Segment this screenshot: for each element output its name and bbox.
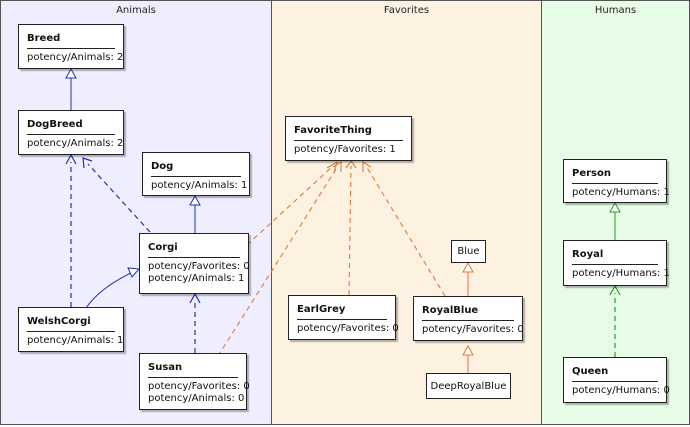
- node-royal-attr: potency/Humans: 1: [572, 268, 670, 279]
- node-queen-name: Queen: [572, 366, 609, 377]
- node-dogbreed-attr: potency/Animals: 2: [27, 138, 124, 149]
- node-susan-attr-favorites: potency/Favorites: 0: [148, 381, 250, 392]
- edge-earlgrey-favoritething: [348, 165, 352, 296]
- node-royal-attrs: potency/Humans: 1: [572, 268, 670, 280]
- edge-royalblue-favoritething: [365, 165, 446, 297]
- node-dog-name: Dog: [151, 161, 174, 172]
- node-person-attr: potency/Humans: 1: [572, 187, 670, 198]
- node-dog[interactable]: Dog potency/Animals: 1: [142, 152, 250, 196]
- node-dogbreed[interactable]: DogBreed potency/Animals: 2: [18, 110, 124, 155]
- node-corgi-attr-animals: potency/Animals: 1: [148, 273, 245, 284]
- arrowhead-dog: [189, 194, 201, 206]
- node-person-divider: [572, 183, 658, 184]
- node-royal[interactable]: Royal potency/Humans: 1: [563, 240, 670, 286]
- node-corgi-attr-favorites: potency/Favorites: 0: [148, 261, 250, 272]
- node-dogbreed-divider: [27, 134, 115, 135]
- node-welshcorgi-attr: potency/Animals: 1: [27, 335, 124, 346]
- node-person-attrs: potency/Humans: 1: [572, 187, 670, 199]
- edge-welshcorgi-corgi: [85, 272, 132, 309]
- node-person-name: Person: [572, 168, 611, 179]
- node-queen-attr: potency/Humans: 0: [572, 385, 670, 396]
- edge-susan-favoritething: [217, 165, 339, 357]
- node-dog-attr: potency/Animals: 1: [151, 180, 248, 191]
- edge-corgi-dogbreed: [87, 163, 151, 233]
- node-welshcorgi[interactable]: WelshCorgi potency/Animals: 1: [18, 307, 124, 352]
- node-royalblue-divider: [422, 320, 514, 321]
- node-earlgrey-name: EarlGrey: [297, 304, 346, 315]
- node-favoritething-attrs: potency/Favorites: 1: [294, 144, 407, 156]
- node-royal-divider: [572, 264, 658, 265]
- node-favoritething[interactable]: FavoriteThing potency/Favorites: 1: [285, 116, 412, 161]
- node-susan-divider: [148, 377, 238, 378]
- node-blue[interactable]: Blue: [451, 240, 486, 263]
- node-dog-divider: [151, 176, 241, 177]
- node-royalblue-attrs: potency/Favorites: 0: [422, 324, 524, 336]
- node-susan-attrs: potency/Favorites: 0 potency/Animals: 0: [148, 381, 250, 405]
- node-deeproyalblue-name: DeepRoyalBlue: [430, 380, 507, 392]
- arrowhead-royal: [609, 284, 621, 296]
- node-earlgrey-attr: potency/Favorites: 0: [297, 323, 399, 334]
- node-dogbreed-attrs: potency/Animals: 2: [27, 138, 124, 150]
- node-queen[interactable]: Queen potency/Humans: 0: [563, 357, 670, 403]
- node-person[interactable]: Person potency/Humans: 1: [563, 159, 670, 203]
- node-royal-name: Royal: [572, 249, 604, 260]
- node-earlgrey-attrs: potency/Favorites: 0: [297, 323, 399, 335]
- node-breed-attrs: potency/Animals: 2: [27, 52, 124, 64]
- arrowhead-dogbreed-b: [82, 157, 93, 169]
- arrowhead-corgi: [127, 267, 141, 278]
- node-dog-attrs: potency/Animals: 1: [151, 180, 248, 192]
- node-welshcorgi-divider: [27, 331, 115, 332]
- arrowhead-breed: [65, 67, 77, 79]
- arrowhead-fav-b: [332, 161, 342, 172]
- node-earlgrey[interactable]: EarlGrey potency/Favorites: 0: [288, 295, 399, 340]
- node-favoritething-name: FavoriteThing: [294, 125, 372, 136]
- node-queen-attrs: potency/Humans: 0: [572, 385, 670, 397]
- node-welshcorgi-name: WelshCorgi: [27, 316, 91, 327]
- node-breed-name: Breed: [27, 33, 61, 44]
- node-favoritething-divider: [294, 140, 403, 141]
- node-breed[interactable]: Breed potency/Animals: 2: [18, 24, 124, 69]
- node-corgi-name: Corgi: [148, 242, 178, 253]
- arrowhead-dogbreed-a: [65, 153, 77, 165]
- arrowhead-fav-c: [345, 160, 357, 169]
- node-favoritething-attr: potency/Favorites: 1: [294, 144, 396, 155]
- lane-title-animals: Animals: [116, 5, 156, 16]
- node-blue-name: Blue: [457, 246, 480, 257]
- arrowhead-corgi-instance: [189, 292, 201, 304]
- node-royalblue-attr: potency/Favorites: 0: [422, 324, 524, 335]
- arrowhead-royalblue: [462, 344, 474, 356]
- arrowhead-person: [609, 201, 621, 213]
- node-queen-divider: [572, 381, 658, 382]
- node-royalblue-name: RoyalBlue: [422, 305, 479, 316]
- node-welshcorgi-attrs: potency/Animals: 1: [27, 335, 124, 347]
- node-susan-name: Susan: [148, 362, 183, 373]
- lane-favorites: Favorites: [271, 0, 542, 425]
- arrowhead-fav-d: [362, 161, 372, 172]
- node-corgi-divider: [148, 257, 240, 258]
- node-deeproyalblue[interactable]: DeepRoyalBlue: [426, 373, 511, 399]
- node-susan[interactable]: Susan potency/Favorites: 0 potency/Anima…: [139, 353, 250, 410]
- lane-title-favorites: Favorites: [383, 5, 430, 16]
- node-dogbreed-name: DogBreed: [27, 119, 83, 130]
- node-earlgrey-divider: [297, 319, 387, 320]
- arrowhead-fav-a: [326, 160, 338, 174]
- node-corgi-attrs: potency/Favorites: 0 potency/Animals: 1: [148, 261, 250, 285]
- lane-title-humans: Humans: [594, 5, 637, 16]
- arrowhead-blue: [462, 261, 474, 273]
- node-royalblue[interactable]: RoyalBlue potency/Favorites: 0: [413, 296, 524, 341]
- edge-corgi-favoritething: [246, 165, 334, 246]
- node-susan-attr-animals: potency/Animals: 0: [148, 393, 245, 404]
- node-breed-attr: potency/Animals: 2: [27, 52, 124, 63]
- node-breed-divider: [27, 48, 115, 49]
- node-corgi[interactable]: Corgi potency/Favorites: 0 potency/Anima…: [139, 233, 250, 294]
